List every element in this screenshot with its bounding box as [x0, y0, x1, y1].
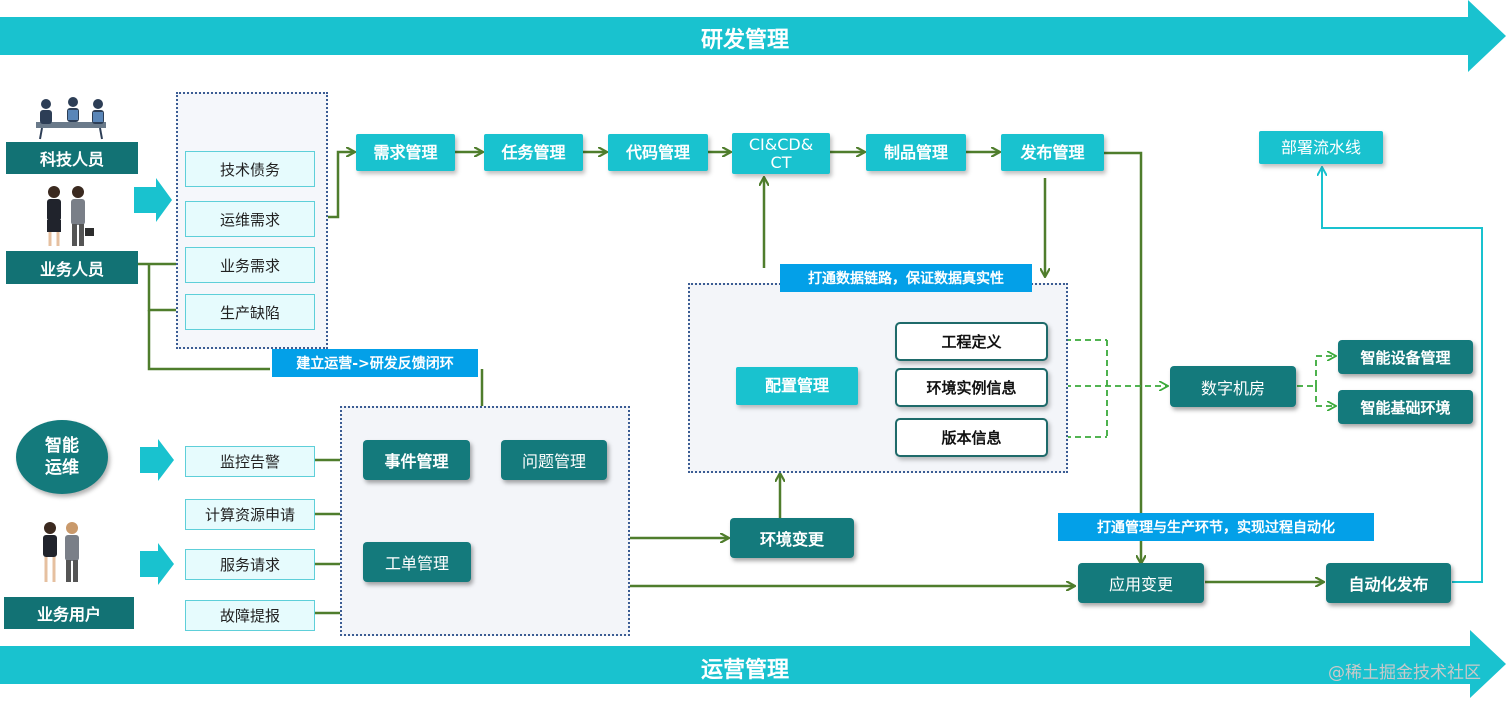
config-management[interactable]: 配置管理 — [736, 367, 858, 405]
demand-ops-requirement[interactable]: 运维需求 — [185, 201, 315, 237]
task-management[interactable]: 任务管理 — [484, 134, 583, 171]
artifact-management[interactable]: 制品管理 — [866, 134, 966, 171]
config-version-info[interactable]: 版本信息 — [895, 418, 1048, 457]
application-change[interactable]: 应用变更 — [1078, 563, 1204, 603]
role-arrow-3 — [140, 543, 174, 585]
watermark: @稀土掘金技术社区 — [1328, 663, 1481, 683]
top-banner — [0, 0, 1506, 72]
data-link-label: 打通数据链路，保证数据真实性 — [780, 264, 1032, 292]
ops-service-request[interactable]: 服务请求 — [185, 549, 315, 580]
ticket-management[interactable]: 工单管理 — [363, 542, 471, 582]
bottom-banner-title: 运营管理 — [700, 658, 789, 683]
business-staff-label: 业务人员 — [6, 251, 138, 284]
event-management[interactable]: 事件管理 — [363, 440, 470, 480]
demand-business-requirement[interactable]: 业务需求 — [185, 247, 315, 283]
code-management[interactable]: 代码管理 — [608, 134, 708, 171]
production-link-label: 打通管理与生产环节，实现过程自动化 — [1058, 513, 1374, 541]
demand-tech-debt[interactable]: 技术债务 — [185, 151, 315, 187]
digital-room[interactable]: 数字机房 — [1170, 366, 1296, 407]
config-env-instance-info[interactable]: 环境实例信息 — [895, 368, 1048, 407]
ci-cd-ct-line2: CT — [770, 152, 792, 172]
automated-release[interactable]: 自动化发布 — [1326, 563, 1451, 603]
business-users-illustration — [43, 522, 79, 582]
problem-management[interactable]: 问题管理 — [501, 440, 607, 480]
role-arrow-1 — [134, 178, 172, 222]
environment-change[interactable]: 环境变更 — [730, 518, 854, 558]
tech-staff-label: 科技人员 — [6, 142, 138, 174]
business-staff-illustration — [47, 186, 94, 246]
aiops-label-line2: 运维 — [45, 458, 79, 478]
ci-cd-ct[interactable]: CI&CD& CT — [732, 133, 830, 174]
deploy-pipeline[interactable]: 部署流水线 — [1259, 131, 1383, 164]
requirement-management[interactable]: 需求管理 — [356, 134, 455, 171]
config-project-definition[interactable]: 工程定义 — [895, 322, 1048, 361]
aiops-circle: 智能 运维 — [16, 420, 108, 494]
smart-infrastructure-environment[interactable]: 智能基础环境 — [1338, 390, 1473, 424]
release-management[interactable]: 发布管理 — [1001, 134, 1104, 171]
business-users-label: 业务用户 — [4, 597, 134, 629]
feedback-loop-label: 建立运营->研发反馈闭环 — [272, 349, 478, 377]
smart-device-management[interactable]: 智能设备管理 — [1338, 340, 1473, 374]
ops-fault-report[interactable]: 故障提报 — [185, 600, 315, 631]
ops-monitor-alert[interactable]: 监控告警 — [185, 446, 315, 477]
demand-production-defect[interactable]: 生产缺陷 — [185, 294, 315, 330]
top-banner-title: 研发管理 — [700, 28, 789, 53]
role-arrow-2 — [140, 439, 174, 481]
ops-compute-resource-request[interactable]: 计算资源申请 — [185, 499, 315, 530]
bottom-banner — [0, 630, 1506, 698]
ci-cd-ct-line1: CI&CD& — [748, 134, 814, 154]
tech-staff-illustration — [36, 97, 106, 140]
aiops-label-line1: 智能 — [45, 436, 79, 456]
